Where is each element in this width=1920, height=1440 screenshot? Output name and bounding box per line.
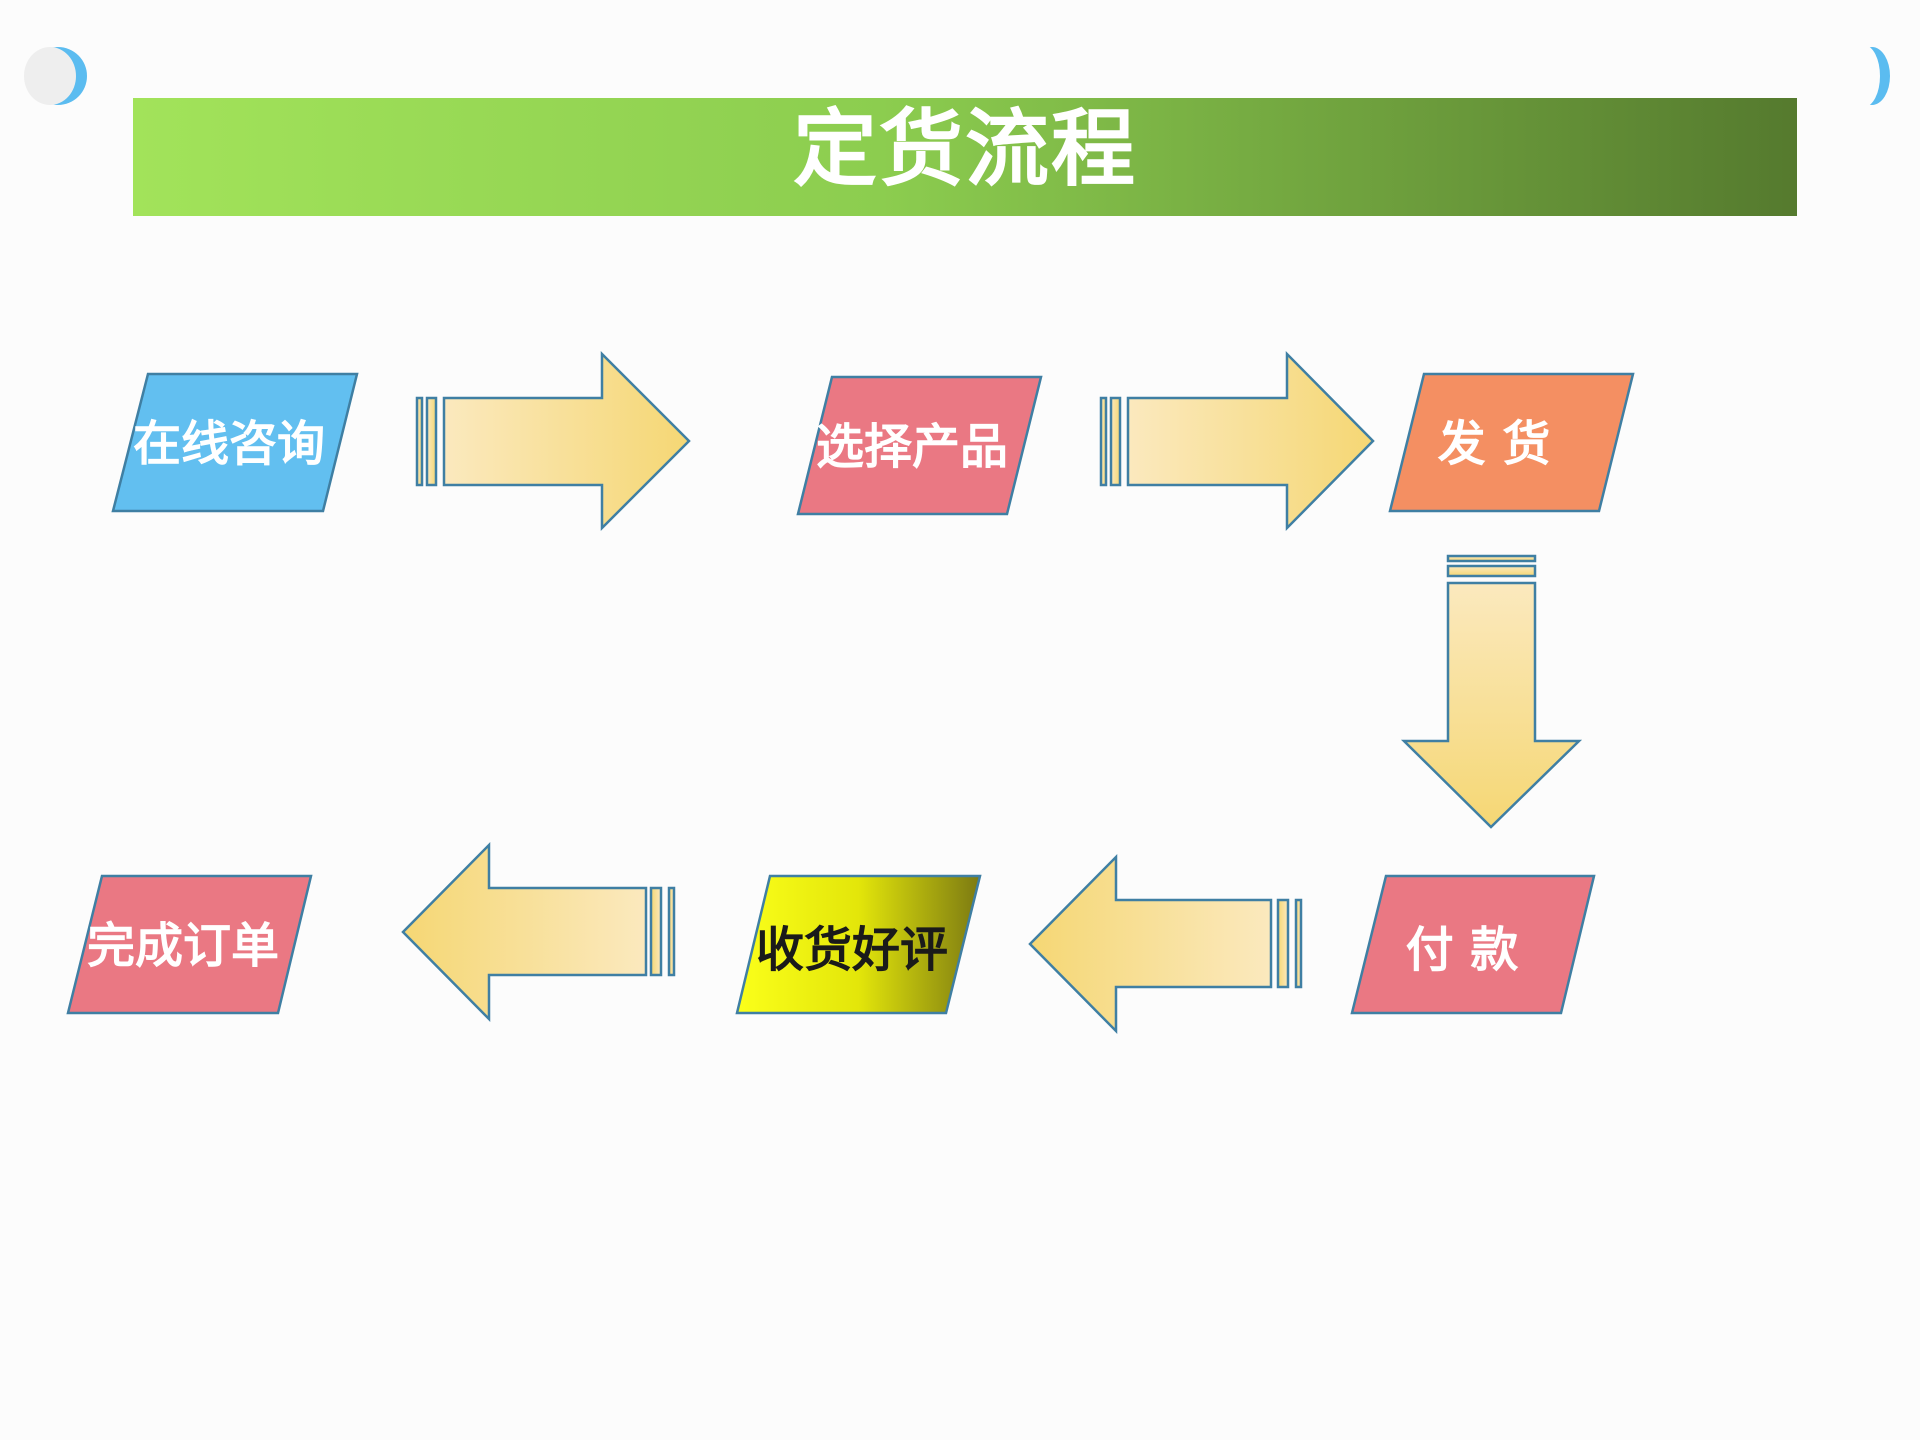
step-ship: 发 货 (1388, 372, 1635, 513)
page-title: 定货流程 (793, 100, 1137, 198)
step-consult-label: 在线咨询 (133, 416, 325, 472)
step-complete: 完成订单 (66, 874, 313, 1015)
title-banner: 定货流程 (133, 98, 1797, 216)
step-review-label: 收货好评 (756, 922, 948, 978)
step-consult: 在线咨询 (111, 372, 359, 513)
step-pay-label: 付 款 (1406, 922, 1519, 978)
arrow-pay-to-review (1028, 853, 1303, 1035)
step-ship-label: 发 货 (1438, 416, 1551, 472)
arrow-select-to-ship (1099, 350, 1375, 532)
step-review: 收货好评 (735, 874, 982, 1015)
step-complete-label: 完成订单 (87, 918, 279, 974)
corner-decoration-left (24, 47, 87, 105)
arrow-review-to-complete (401, 841, 676, 1023)
arrow-ship-to-pay (1400, 554, 1583, 829)
step-select-label: 选择产品 (816, 419, 1008, 475)
step-select: 选择产品 (796, 375, 1043, 516)
corner-decoration-right (1848, 45, 1890, 107)
step-pay: 付 款 (1350, 874, 1596, 1015)
arrow-consult-to-select (415, 350, 691, 532)
